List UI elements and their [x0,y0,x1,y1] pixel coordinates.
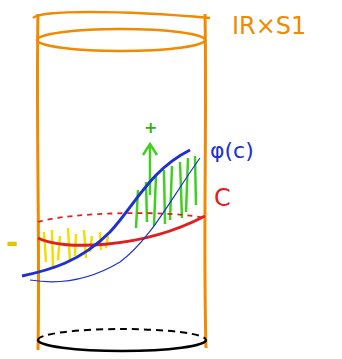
curve-label: φ(c) [210,140,254,162]
time-arrow [149,146,152,195]
sign-label: + [144,120,157,136]
top-ellipse [37,29,205,51]
bottom-ellipse-back [38,329,206,340]
time-arrow-head [143,144,157,155]
curve-label: C [214,186,231,210]
curve-phi-c [22,150,190,276]
cylinder-side [37,14,38,350]
cylinder-side [205,14,206,348]
yellow-hatching [44,228,108,268]
sign-label: - [6,228,18,258]
cylinder-rim [33,12,210,18]
curve-phi-c-back [30,158,200,282]
bottom-ellipse [38,340,206,351]
space-label: IR×S1 [232,14,306,38]
